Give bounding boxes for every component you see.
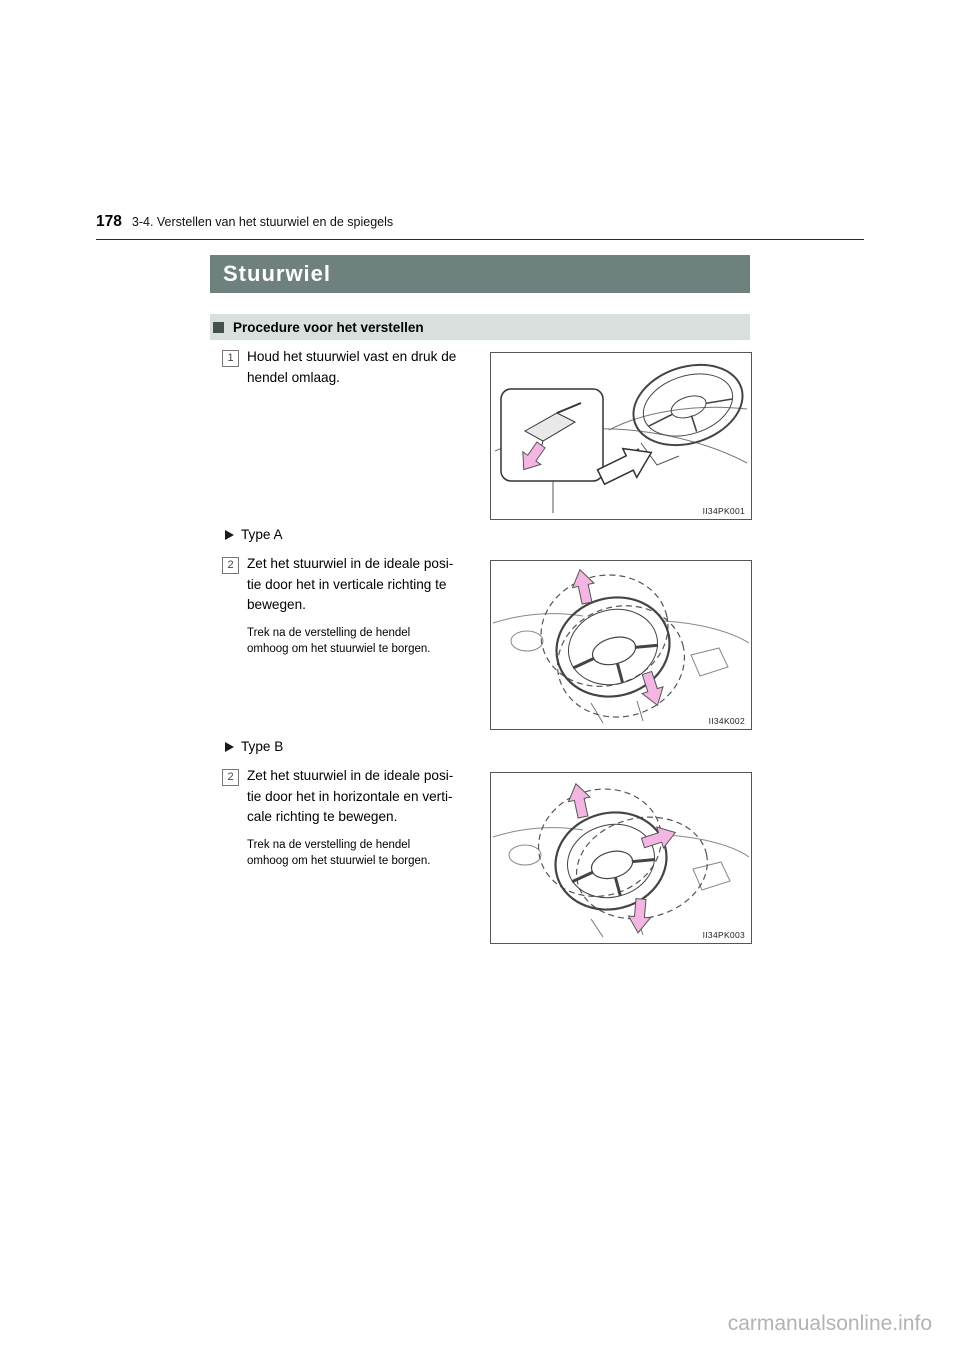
figure-code: II34PK001: [700, 506, 745, 516]
section-breadcrumb: 3-4. Verstellen van het stuurwiel en de …: [131, 215, 394, 229]
adjust-arrow-icon: [640, 826, 677, 849]
figure-type-b: II34PK003: [490, 772, 752, 944]
page-title: Stuurwiel: [210, 255, 750, 293]
step-2b-line: tie door het in horizontale en verti-: [247, 788, 453, 804]
type-a-label: Type A: [241, 527, 283, 542]
step-2b-line: cale richting te bewegen.: [247, 809, 398, 824]
heading-square-icon: [213, 321, 224, 333]
note-line: omhoog om het stuurwiel te borgen.: [247, 643, 431, 655]
type-marker-icon: [225, 529, 234, 540]
step-1: 1 Houd het stuurwiel vast en druk de hen…: [222, 347, 490, 388]
type-a-adjust-illustration-icon: [492, 568, 750, 724]
adjust-arrow-icon: [641, 670, 664, 707]
type-a-row: Type A: [225, 527, 283, 542]
step-2b-note: Trek na de verstelling de hendel omhoog …: [247, 837, 453, 870]
step-1-text: Houd het stuurwiel vast en druk de hende…: [247, 347, 456, 388]
step-2a-text: Zet het stuurwiel in de ideale posi- tie…: [247, 554, 453, 658]
step-2a-line: bewegen.: [247, 597, 306, 612]
procedure-heading-bar: Procedure voor het verstellen: [210, 314, 750, 340]
adjust-arrow-icon: [571, 568, 596, 605]
adjust-arrow-icon: [567, 782, 592, 819]
step-2a: 2 Zet het stuurwiel in de ideale posi- t…: [222, 554, 490, 658]
step-2b: 2 Zet het stuurwiel in de ideale posi- t…: [222, 766, 490, 870]
step-2b-number-box: 2: [222, 769, 239, 786]
type-b-label: Type B: [241, 739, 284, 754]
watermark: carmanualsonline.info: [727, 1312, 932, 1335]
callout-arrow-icon: [596, 447, 653, 486]
step-2b-line: Zet het stuurwiel in de ideale posi-: [247, 768, 454, 783]
figure-type-a: II34K002: [490, 560, 752, 730]
header-rule: [96, 239, 864, 240]
procedure-heading-label: Procedure voor het verstellen: [233, 319, 424, 335]
adjust-arrow-icon: [522, 441, 546, 471]
step-2a-line: Zet het stuurwiel in de ideale posi-: [247, 556, 454, 571]
figure-lever: II34PK001: [490, 352, 752, 520]
step-1-line: hendel omlaag.: [247, 369, 340, 385]
page-header: 178 3-4. Verstellen van het stuurwiel en …: [96, 213, 393, 231]
step-1-number-box: 1: [222, 350, 239, 367]
type-b-adjust-illustration-icon: [492, 782, 750, 938]
step-2a-note: Trek na de verstelling de hendel omhoog …: [247, 625, 453, 658]
note-line: omhoog om het stuurwiel te borgen.: [247, 855, 431, 867]
step-1-line: Houd het stuurwiel vast en druk de: [247, 349, 457, 364]
note-line: Trek na de verstelling de hendel: [247, 838, 411, 851]
figure-code: II34PK003: [700, 930, 745, 940]
page-number: 178: [96, 213, 122, 230]
step-2a-number-box: 2: [222, 557, 239, 574]
type-marker-icon: [225, 741, 234, 752]
type-b-row: Type B: [225, 739, 283, 754]
lever-illustration-icon: [494, 363, 748, 513]
figure-code: II34K002: [706, 716, 745, 726]
adjust-arrow-icon: [627, 898, 652, 934]
note-line: Trek na de verstelling de hendel: [247, 626, 411, 639]
step-2a-line: tie door het in verticale richting te: [247, 576, 447, 592]
step-2b-text: Zet het stuurwiel in de ideale posi- tie…: [247, 766, 453, 870]
